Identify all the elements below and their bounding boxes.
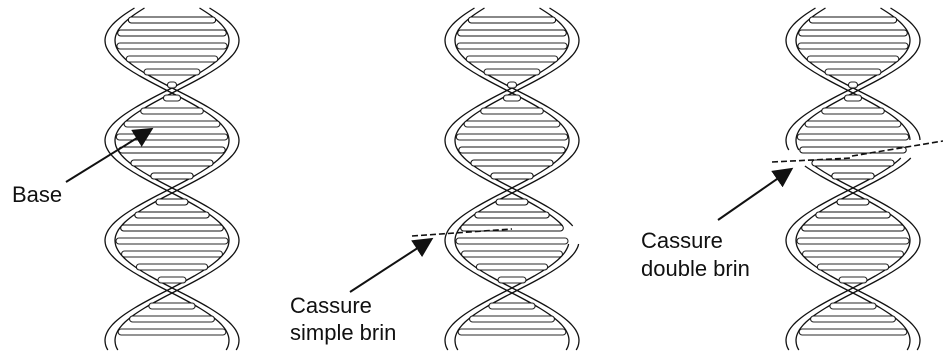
base-pair (503, 95, 520, 101)
base-pair (156, 199, 188, 205)
base-pair (484, 69, 540, 75)
base-pair (458, 30, 567, 36)
base-pair (130, 316, 215, 322)
base-pair (119, 147, 225, 153)
base-pair (811, 316, 896, 322)
base-pair (799, 329, 907, 335)
single-break-pointer-arrow (350, 240, 430, 292)
base-pair (812, 160, 894, 166)
base-pair (117, 43, 227, 49)
label-cassure-double-line1: Cassure (641, 228, 723, 254)
base-pair (799, 30, 908, 36)
base-pair (481, 108, 544, 114)
base-pair (466, 56, 558, 62)
base-pair (807, 56, 899, 62)
base-pair (803, 251, 904, 257)
base-pair (121, 225, 224, 231)
dna-helix-double-break (786, 8, 920, 350)
dna-helix-intact (105, 8, 239, 350)
base-pair (126, 56, 218, 62)
base-pair (124, 121, 220, 127)
base-pair (805, 121, 901, 127)
base-pair (459, 147, 565, 153)
base-pair (797, 134, 908, 140)
base-pair (158, 277, 186, 283)
label-base: Base (12, 182, 62, 208)
base-pair (507, 82, 516, 88)
base-pair (798, 43, 908, 49)
base-pair (167, 82, 176, 88)
base-pair (456, 134, 567, 140)
base-pair (822, 108, 885, 114)
base-pair (462, 251, 563, 257)
base-pair (491, 173, 533, 179)
base-pair (116, 238, 228, 244)
base-pair (809, 17, 896, 23)
base-pair (844, 95, 861, 101)
base-pair (116, 134, 227, 140)
base-pair (456, 238, 568, 244)
base-pair (461, 225, 564, 231)
base-pair (837, 199, 869, 205)
base-pair (464, 121, 560, 127)
base-pair (135, 212, 209, 218)
base-pair (118, 30, 227, 36)
base-pair (797, 238, 909, 244)
base-pair (144, 69, 200, 75)
base-pair (817, 264, 888, 270)
base-pair (498, 277, 526, 283)
base-pair (468, 17, 555, 23)
base-pair (458, 329, 566, 335)
base-pair (151, 173, 193, 179)
base-pair (136, 264, 207, 270)
base-pair (122, 251, 223, 257)
base-pair (489, 303, 535, 309)
base-pair (457, 43, 567, 49)
base-pair (118, 329, 226, 335)
base-pair (475, 212, 549, 218)
base-pair (141, 108, 204, 114)
base-pair (816, 212, 890, 218)
double-break-pointer-arrow (718, 170, 790, 220)
base-pair (131, 160, 213, 166)
base-pair (825, 69, 881, 75)
base-pair (830, 303, 876, 309)
base-pair (476, 264, 547, 270)
base-pair (832, 173, 874, 179)
label-cassure-simple-line2: simple brin (290, 320, 396, 346)
base-pair (149, 303, 195, 309)
base-pair (496, 199, 528, 205)
base-pair (128, 17, 215, 23)
dna-helix-single-break (445, 8, 579, 350)
base-pair (848, 82, 857, 88)
label-cassure-double-line2: double brin (641, 256, 750, 282)
base-pair (471, 160, 553, 166)
base-pair (470, 316, 555, 322)
base-pair (163, 95, 180, 101)
label-cassure-simple-line1: Cassure (290, 293, 372, 319)
base-pair (839, 277, 867, 283)
base-pair (802, 225, 905, 231)
